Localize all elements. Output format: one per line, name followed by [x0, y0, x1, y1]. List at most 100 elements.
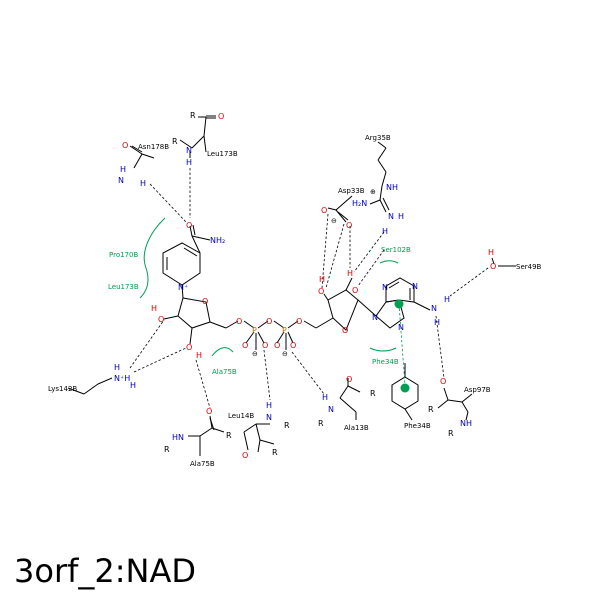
residue-label-asp97: Asp97B [464, 386, 491, 394]
atom-o: O [318, 287, 324, 296]
atom-h: H [114, 363, 120, 372]
atom-o: O [158, 315, 164, 324]
r-group: R [164, 445, 170, 454]
atom-o: O [186, 221, 192, 230]
r-group: R [428, 405, 434, 414]
residue-label-leu173-hyd: Leu173B [108, 283, 139, 291]
atom-n: N [328, 405, 334, 414]
residue-label-ser49: Ser49B [516, 263, 542, 271]
atom-n: N [398, 323, 404, 332]
hbond [435, 315, 445, 379]
r-group: R [318, 419, 324, 428]
residue-label-ser102: Ser102B [381, 246, 411, 254]
r-group: R [190, 111, 196, 120]
hbond [357, 249, 385, 287]
atom-o: O [206, 407, 212, 416]
atom-o: O [342, 326, 348, 335]
atom-nh: NH [460, 419, 472, 428]
atom-n: N [372, 313, 378, 322]
hbond [195, 359, 211, 409]
atom-h: H [488, 248, 494, 257]
hydrophobic-arc-phe34 [369, 347, 397, 352]
atom-h: H [186, 158, 192, 167]
pi-stacking [398, 303, 406, 386]
hbond [129, 319, 165, 369]
atom-o: O [321, 206, 327, 215]
residue-label-asp33: Asp33B [338, 187, 365, 195]
r-group: R [448, 429, 454, 438]
atom-o: O [266, 317, 272, 326]
atom-n: N [118, 176, 124, 185]
r-group: R [272, 448, 278, 457]
nicotinamide-ring [162, 242, 201, 286]
atom-o: O [352, 286, 358, 295]
atom-h: H [266, 401, 272, 410]
atom-h: H [196, 351, 202, 360]
residue-label-ala13: Ala13B [344, 424, 369, 432]
charge-minus: ⊖ [331, 217, 337, 225]
atom-h2n: H₂N [352, 199, 367, 208]
atom-o: O [262, 341, 268, 350]
atom-n: N [431, 304, 437, 313]
hbond [263, 349, 271, 401]
hbond [325, 223, 345, 289]
ring-centroid-adenine [394, 299, 404, 309]
diagram-title: 3orf_2:NAD [14, 552, 196, 590]
hbond [149, 183, 187, 223]
ribose-2 [327, 289, 359, 331]
atom-o: O [346, 221, 352, 230]
atom-o: O [236, 317, 242, 326]
atom-o: O [440, 377, 446, 386]
ribose-1 [177, 297, 211, 329]
atom-n-plus: N⁺ [178, 283, 188, 292]
atom-nh3: N⁺H [114, 374, 130, 383]
atom-o: O [242, 341, 248, 350]
r-group: R [226, 431, 232, 440]
residue-label-arg35: Arg35B [365, 134, 391, 142]
r-group: R [284, 421, 290, 430]
hbond [449, 267, 489, 297]
atom-h: H [382, 227, 388, 236]
hydrophobic-arc-ala75 [211, 347, 234, 357]
residue-label-phe34: Phe34B [404, 422, 431, 430]
atom-h: H [319, 275, 325, 284]
atom-o: O [242, 451, 248, 460]
atom-h: H [130, 381, 136, 390]
residue-label-phe34-hyd: Phe34B [372, 358, 399, 366]
hydrophobic-arc-pro170 [139, 217, 166, 299]
atom-nh2: NH₂ [210, 236, 225, 245]
atom-n: N [382, 283, 388, 292]
atom-h: H [398, 212, 404, 221]
atom-h: H [347, 269, 353, 278]
residue-label-asn178: Asn178B [138, 143, 169, 151]
adenine-imidazole [375, 299, 405, 329]
residue-label-leu14: Leu14B [228, 412, 254, 420]
atom-n: N [386, 183, 392, 192]
atom-o: O [296, 317, 302, 326]
charge-plus: ⊕ [370, 188, 376, 196]
atom-o: O [218, 112, 224, 121]
charge-minus: ⊖ [252, 350, 258, 358]
atom-o: O [186, 343, 192, 352]
r-group: R [172, 137, 178, 146]
atom-h: H [434, 318, 440, 327]
hbond [291, 351, 325, 395]
charge-minus: ⊖ [282, 350, 288, 358]
atom-o: O [290, 341, 296, 350]
atom-o: O [490, 262, 496, 271]
atom-h: H [151, 304, 157, 313]
atom-h: H [444, 295, 450, 304]
atom-o: O [202, 297, 208, 306]
hbond [321, 213, 329, 289]
residue-label-ala75: Ala75B [190, 460, 215, 468]
atom-h: H [120, 165, 126, 174]
atom-o: O [122, 141, 128, 150]
hbond [133, 347, 187, 373]
atom-p: P [252, 326, 257, 335]
residue-label-pro170: Pro170B [109, 251, 138, 259]
atom-h: H [140, 179, 146, 188]
atom-n: N [412, 282, 418, 291]
atom-n: N [186, 146, 192, 155]
hbond [353, 231, 385, 273]
atom-o: O [274, 341, 280, 350]
